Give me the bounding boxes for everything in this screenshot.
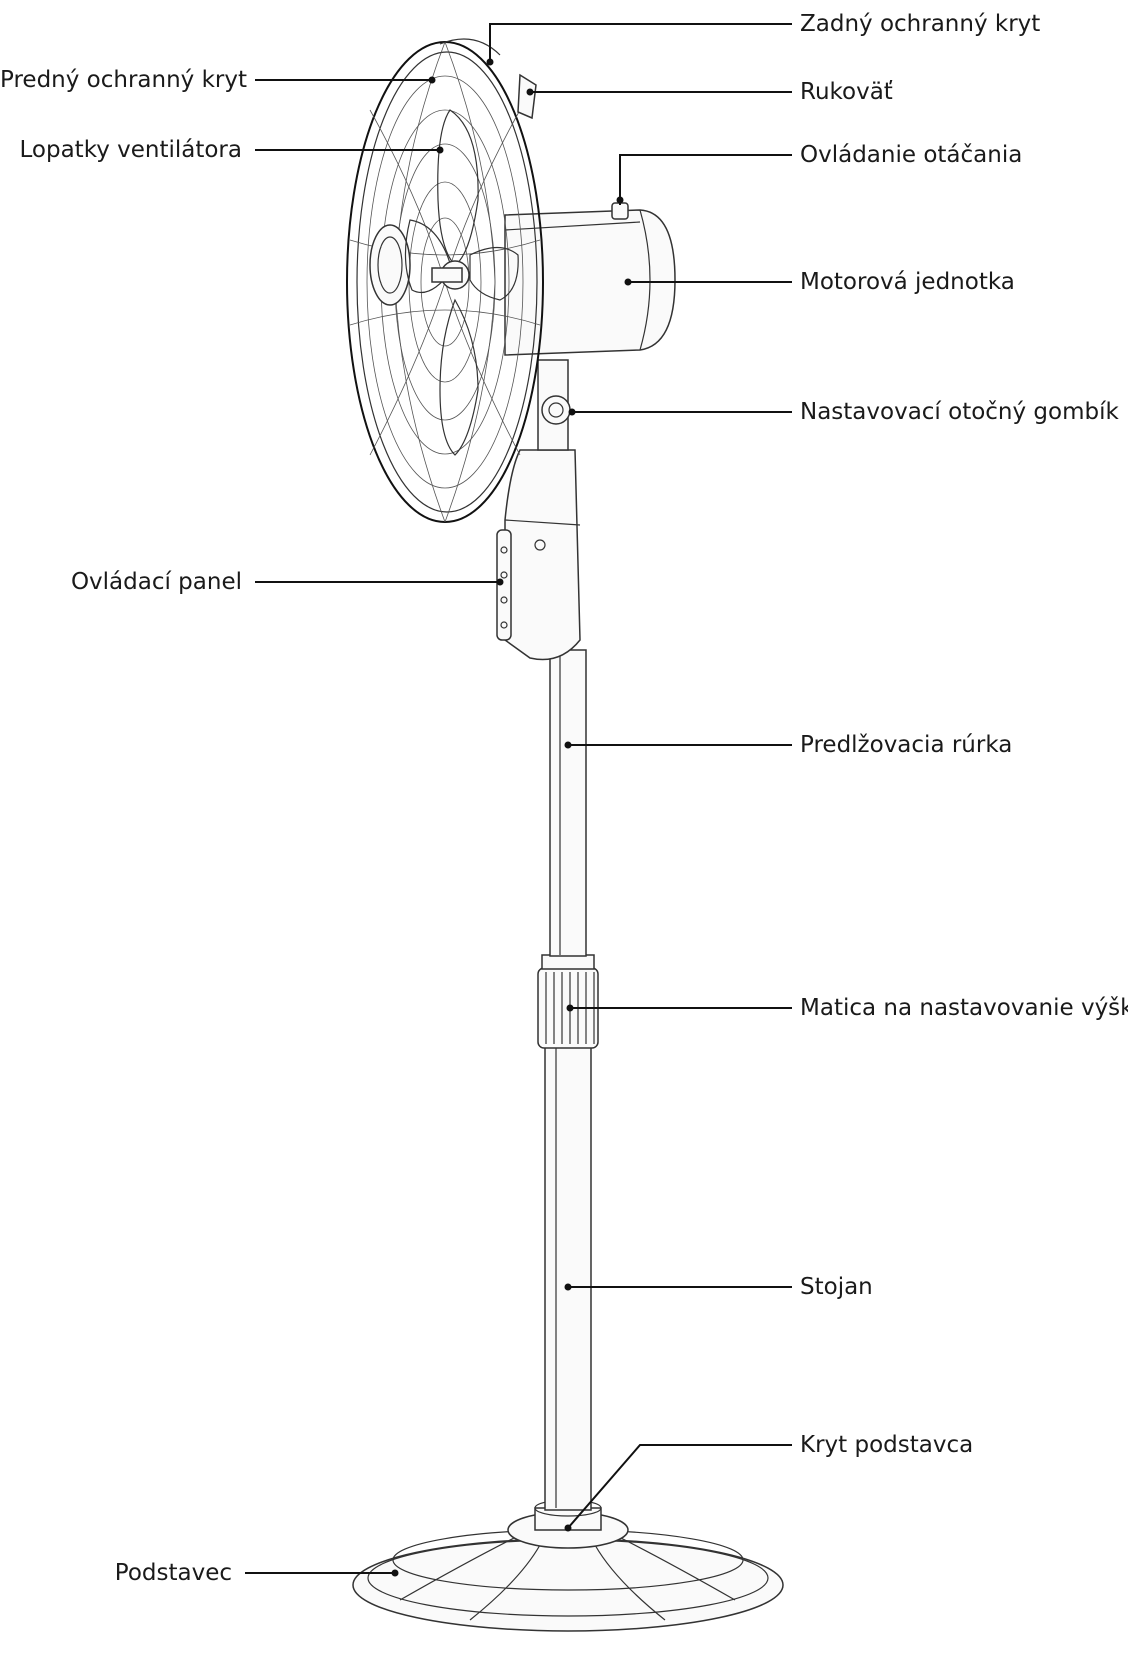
fan-blades [404,109,519,456]
label-motorova-jednotka: Motorová jednotka [800,269,1015,295]
label-stojan: Stojan [800,1274,873,1300]
label-zadny-ochranny-kryt: Zadný ochranný kryt [800,11,1041,37]
label-kryt-podstavca: Kryt podstavca [800,1432,974,1458]
label-nastavovaci-gombik: Nastavovací otočný gombík [800,399,1119,425]
label-predny-ochranny-kryt: Predný ochranný kryt [0,67,247,93]
label-matica-vysky: Matica na nastavovanie výšky [800,995,1128,1021]
neck [537,359,571,451]
motor-unit [504,202,676,356]
stand-tube [544,1044,592,1511]
label-predlzovacia-rurka: Predlžovacia rúrka [800,732,1013,758]
label-ovladaci-panel: Ovládací panel [70,569,242,595]
fan-guard [346,38,544,523]
control-panel-housing [496,449,581,661]
leader-dots [391,58,632,1577]
leader-lines-left [245,79,500,1574]
height-nut [537,954,599,1049]
label-podstavec: Podstavec [114,1560,232,1586]
extension-tube [549,649,587,957]
leader-lines-right [489,23,792,1529]
label-ovladanie-otacania: Ovládanie otáčania [800,142,1023,168]
label-rukovat: Rukoväť [800,79,893,105]
label-lopatky-ventilatora: Lopatky ventilátora [19,137,243,163]
